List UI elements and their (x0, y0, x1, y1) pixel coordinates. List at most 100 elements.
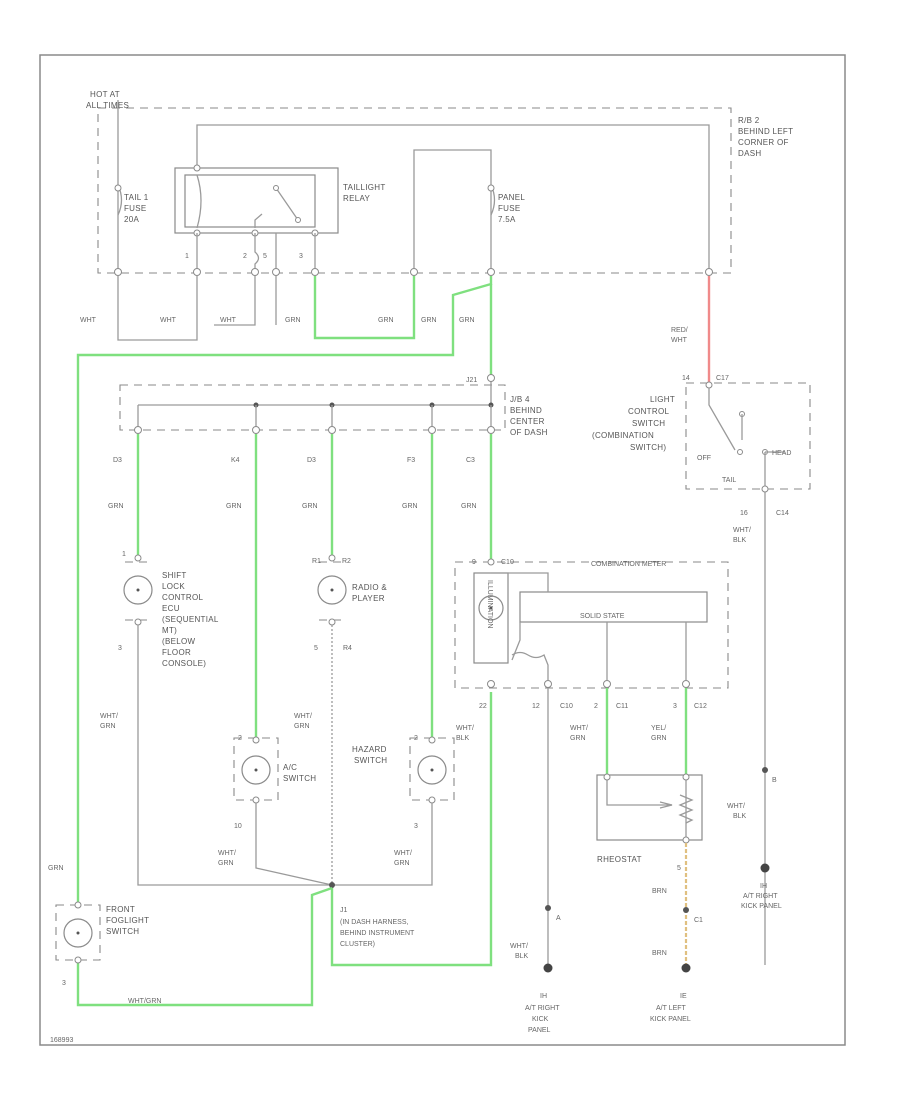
upper-wire-7: GRN (459, 317, 475, 324)
ground-2-wire-1: WHT/ (510, 943, 528, 950)
hazard-switch: 2 3 HAZARD SWITCH WHT/ GRN (352, 735, 455, 867)
radio-pin-bot-r: R4 (343, 645, 352, 652)
hot-label-1: HOT AT (90, 90, 120, 99)
splice-id: J1 (340, 907, 348, 914)
combo-conn-c10: C10 (560, 703, 573, 710)
ground-1-id: IH (760, 883, 767, 890)
combination-meter: ILLUMINATION SOLID STATE 9 C10 COMBINATI… (454, 558, 729, 742)
upper-wire-1: WHT (80, 317, 97, 324)
fuse-box-location-3: CORNER OF (738, 138, 789, 147)
light-switch-out-wire-2: BLK (733, 537, 747, 544)
junction-name-1: J/B 4 (510, 395, 530, 404)
shift-lock-pin-bot: 3 (118, 645, 122, 652)
ground-3-wire-top: BRN (652, 888, 667, 895)
junction-pin-2: K4 (231, 457, 240, 464)
ground-2-symbol (543, 963, 553, 973)
ground-3-node: C1 (694, 917, 703, 924)
ac-name-1: A/C (283, 763, 297, 772)
ground-ie-left: C1 BRN BRN IE A/T LEFT KICK PANEL (650, 888, 703, 1023)
front-foglight-switch: GRN FRONT FOGLIGHT SWITCH 3 WHT/GRN (48, 865, 161, 1005)
combo-solid-state: SOLID STATE (580, 613, 625, 620)
tail-fuse-name-1: TAIL 1 (124, 193, 149, 202)
shift-lock-name-8: FLOOR (162, 648, 191, 657)
upper-wire-3: WHT (220, 317, 237, 324)
radio-name-1: RADIO & (352, 583, 387, 592)
combo-pin-22: 22 (479, 703, 487, 710)
ac-pin-top: 2 (238, 735, 242, 742)
shift-lock-name-6: MT) (162, 626, 177, 635)
upper-wire-2: WHT (160, 317, 177, 324)
combo-meter-name: COMBINATION METER (591, 561, 666, 568)
shift-lock-name-4: ECU (162, 604, 180, 613)
shift-lock-ecu: 1 3 SHIFT LOCK CONTROL ECU (SEQUENTIAL M… (100, 551, 219, 730)
relay-pin-2: 2 (243, 253, 247, 260)
junction-name-2: BEHIND (510, 406, 542, 415)
tail-fuse-rating: 20A (124, 215, 139, 224)
relay-name-1: TAILLIGHT (343, 183, 386, 192)
ground-2-loc-2: KICK (532, 1016, 549, 1023)
light-switch-name-1: LIGHT (650, 395, 675, 404)
hazard-name-2: SWITCH (354, 756, 387, 765)
taillight-relay: TAILLIGHT RELAY 1 2 3 5 (174, 164, 386, 260)
radio-pin-bot: 5 (314, 645, 318, 652)
junction-pin-1: D3 (113, 457, 122, 464)
diagram-border (39, 54, 846, 1046)
combo-conn: C10 (501, 559, 514, 566)
splice-desc-3: CLUSTER) (340, 941, 375, 948)
mid-wire-2: GRN (226, 503, 242, 510)
combo-conn-c11: C11 (616, 703, 628, 710)
junction-block: J21 J/B 4 BEHIND CENTER OF DASH D3 K4 D3… (113, 374, 547, 464)
rheostat-name: RHEOSTAT (597, 855, 642, 864)
ac-switch: 2 10 A/C SWITCH WHT/ GRN (218, 735, 316, 867)
light-switch-name-4: (COMBINATION (592, 431, 654, 440)
fog-wire-top: GRN (48, 865, 64, 872)
combo-illum-label: ILLUMINATION (486, 580, 493, 629)
relay-name-2: RELAY (343, 194, 371, 203)
radio-name-2: PLAYER (352, 594, 385, 603)
ac-pin-bot: 10 (234, 823, 242, 830)
hot-label-2: ALL TIMES (86, 101, 129, 110)
light-switch-pos-head: HEAD (772, 450, 791, 457)
junction-pin-3: D3 (307, 457, 316, 464)
tail-fuse-name-2: FUSE (124, 204, 147, 213)
red-wire-label-1: RED/ (671, 327, 688, 334)
radio-pin-top: R1 (312, 558, 321, 565)
hazard-pin-top: 2 (414, 735, 418, 742)
shift-lock-name-7: (BELOW (162, 637, 196, 646)
radio-wire-2: GRN (294, 723, 310, 730)
shift-lock-name-3: CONTROL (162, 593, 203, 602)
ground-3-loc-2: KICK PANEL (650, 1016, 691, 1023)
panel-fuse: PANEL FUSE 7.5A (413, 149, 525, 272)
upper-wire-5: GRN (378, 317, 394, 324)
panel-fuse-rating: 7.5A (498, 215, 516, 224)
shift-lock-name-5: (SEQUENTIAL (162, 615, 219, 624)
relay-pin-1: 1 (185, 253, 189, 260)
junction-pin-4: F3 (407, 457, 415, 464)
combo-pin: 9 (472, 559, 476, 566)
junction-pin-5: C3 (466, 457, 475, 464)
ground-1-loc-1: A/T RIGHT (743, 893, 778, 900)
mid-wire-3: GRN (302, 503, 318, 510)
light-switch-pos-off: OFF (697, 455, 711, 462)
ground-2-node: A (556, 915, 561, 922)
rheostat-pin: 5 (677, 865, 681, 872)
ac-wire-1: WHT/ (218, 850, 236, 857)
fog-wire-bot: WHT/GRN (128, 998, 161, 1005)
fog-pin-bot: 3 (62, 980, 66, 987)
junction-name-3: CENTER (510, 417, 545, 426)
ac-name-2: SWITCH (283, 774, 316, 783)
combo-wire-3-1: YEL/ (651, 725, 666, 732)
fuse-box-location-1: R/B 2 (738, 116, 760, 125)
fuse-box: HOT AT ALL TIMES R/B 2 BEHIND LEFT CORNE… (86, 90, 793, 274)
fuse-box-location-4: DASH (738, 149, 761, 158)
upper-wire-6: GRN (421, 317, 437, 324)
combo-pin-12: 12 (532, 703, 540, 710)
ground-3-symbol (681, 963, 691, 973)
upper-wire-4: GRN (285, 317, 301, 324)
combo-wire-2-2: GRN (570, 735, 586, 742)
panel-fuse-name-1: PANEL (498, 193, 525, 202)
fog-name-3: SWITCH (106, 927, 139, 936)
light-switch-name-5: SWITCH) (630, 443, 666, 452)
combo-pin-3: 3 (673, 703, 677, 710)
